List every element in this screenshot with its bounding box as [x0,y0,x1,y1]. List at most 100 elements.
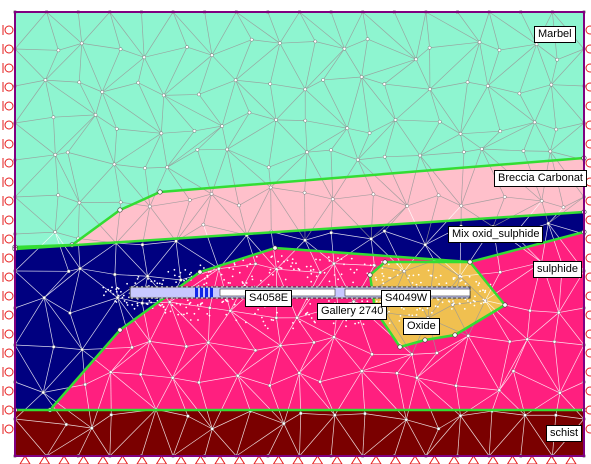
excavation-node [455,285,459,289]
mesh-refined-node [299,321,301,323]
mesh-node [318,379,322,384]
mesh-node [466,334,471,338]
mesh-edge [304,232,332,241]
mesh-edge [46,427,92,457]
bottom-pin-support [58,455,70,464]
mesh-edge [14,297,45,346]
mesh-node [274,316,279,320]
mesh-edge [142,206,151,245]
mesh-edge [114,243,117,275]
mesh-edge [523,122,536,152]
mesh-refined-node [372,263,375,266]
mesh-edge [551,48,585,85]
label-mix-oxid-sulphide[interactable]: Mix oxid_sulphide [448,226,544,243]
mesh-refined-node [293,268,295,271]
label-s4058e[interactable]: S4058E [245,290,293,307]
mesh-edge [481,122,535,150]
mesh-edge [395,88,431,121]
mesh-refined-node [175,302,178,305]
mesh-edge [394,11,417,60]
mesh-edge [186,46,213,56]
label-s4049w[interactable]: S4049W [381,290,432,307]
mesh-refined-node [407,277,409,280]
mesh-edge [548,223,585,235]
mesh-edge [172,428,213,457]
mesh-edge [550,122,585,152]
bottom-pin-support [311,455,324,464]
mesh-node [43,78,48,82]
region-mix [15,212,584,410]
mesh-edge [504,196,542,202]
mesh-edge [197,149,212,195]
label-breccia-carbonat[interactable]: Breccia Carbonat [494,170,587,187]
mesh-edge [204,428,213,457]
left-roller-support [4,348,14,358]
mesh-edge [485,300,531,311]
mesh-refined-node [178,275,181,278]
mesh-refined-node [469,302,472,304]
mesh-node [83,382,87,387]
mesh-refined-node [480,302,482,305]
mesh-node [558,391,562,395]
excavation-node [445,285,449,289]
mesh-refined-node [312,268,315,271]
mesh-node [79,41,84,46]
mesh-edge [333,263,375,266]
mesh-refined-node [408,314,410,316]
mesh-node [118,47,123,51]
excavation-node [365,285,369,289]
boundary-supports [2,25,591,464]
mesh-edge [559,392,585,420]
label-sulphide[interactable]: sulphide [533,261,582,278]
mesh-node [253,348,258,353]
mesh-edge [283,372,300,424]
left-roller-support [4,44,14,54]
mesh-edge [499,370,514,391]
mesh-refined-node [268,271,271,274]
mesh-node [302,190,307,195]
mesh-refined-node [381,261,383,263]
excavation-node [130,296,134,300]
mesh-edge [160,95,165,134]
excavation-node [420,285,424,289]
mesh-node [332,261,336,266]
mesh-edge [484,300,511,342]
mesh-edge [550,59,558,85]
excavation-node [225,296,229,300]
mesh-node [303,238,307,243]
mesh-node [356,157,360,162]
mesh-refined-node [427,269,430,272]
mesh-edge [163,46,188,96]
mesh-node [143,166,147,170]
mesh-edge [361,76,396,121]
mesh-edge [411,354,418,378]
label-gallery-2740[interactable]: Gallery 2740 [317,303,388,320]
mesh-edge [330,149,358,161]
mesh-refined-node [478,282,481,285]
mesh-edge [172,416,189,457]
label-schist[interactable]: schist [546,425,583,442]
mesh-refined-node [235,319,238,322]
mesh-refined-node [452,300,454,302]
excavation-node [190,296,194,300]
label-marbel[interactable]: Marbel [534,26,576,43]
mesh-node [278,41,282,45]
excavation-node [310,285,314,289]
label-oxide[interactable]: Oxide [403,318,440,335]
excavation-node [310,296,314,300]
mesh-edge [460,133,482,150]
mesh-refined-node [435,276,437,279]
mesh-edge [362,11,417,60]
mesh-edge [361,76,385,85]
mesh-edge [406,155,421,207]
mesh-node [41,390,46,395]
mesh-edge [416,352,438,378]
boundary-line-2 [49,230,585,411]
excavation-node [200,285,204,289]
excavation-node [170,296,174,300]
excavation-node [135,296,139,300]
mesh-edge [384,230,426,246]
mesh-node [498,270,503,274]
mesh-edge [509,339,528,342]
